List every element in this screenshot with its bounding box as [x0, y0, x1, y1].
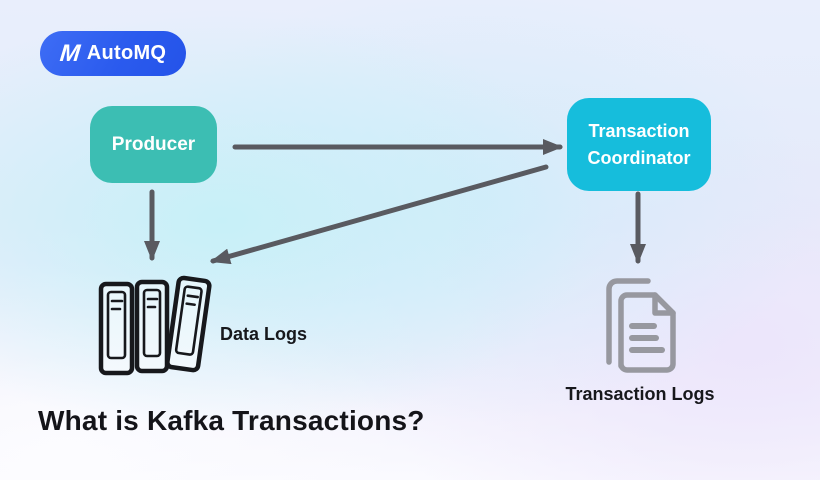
binder-1: [98, 281, 135, 376]
tc-label-line-1: Transaction: [588, 120, 690, 141]
tc-label-line-2: Coordinator: [587, 147, 691, 168]
page-title: What is Kafka Transactions?: [38, 405, 425, 436]
back-page: [606, 278, 651, 365]
producer-label: Producer: [111, 133, 196, 155]
binder-3: [165, 275, 212, 373]
documents-icon: [606, 278, 676, 373]
producer-node[interactable]: Producer: [90, 106, 217, 183]
page-fold: [652, 292, 676, 316]
binder-2: [134, 279, 170, 374]
edge-coordinator-to-data-logs: [210, 164, 549, 265]
log-binders-icon: [98, 275, 212, 376]
transaction-coordinator-label: Transaction Coordinator: [588, 118, 691, 172]
automq-brand-pill[interactable]: M AutoMQ: [40, 31, 186, 76]
data-logs-label: Data Logs: [220, 324, 308, 344]
transaction-logs-label: Transaction Logs: [565, 384, 715, 404]
front-page: [618, 292, 676, 373]
transaction-coordinator-node[interactable]: Transaction Coordinator: [567, 98, 711, 191]
brand-name: AutoMQ: [86, 42, 167, 64]
